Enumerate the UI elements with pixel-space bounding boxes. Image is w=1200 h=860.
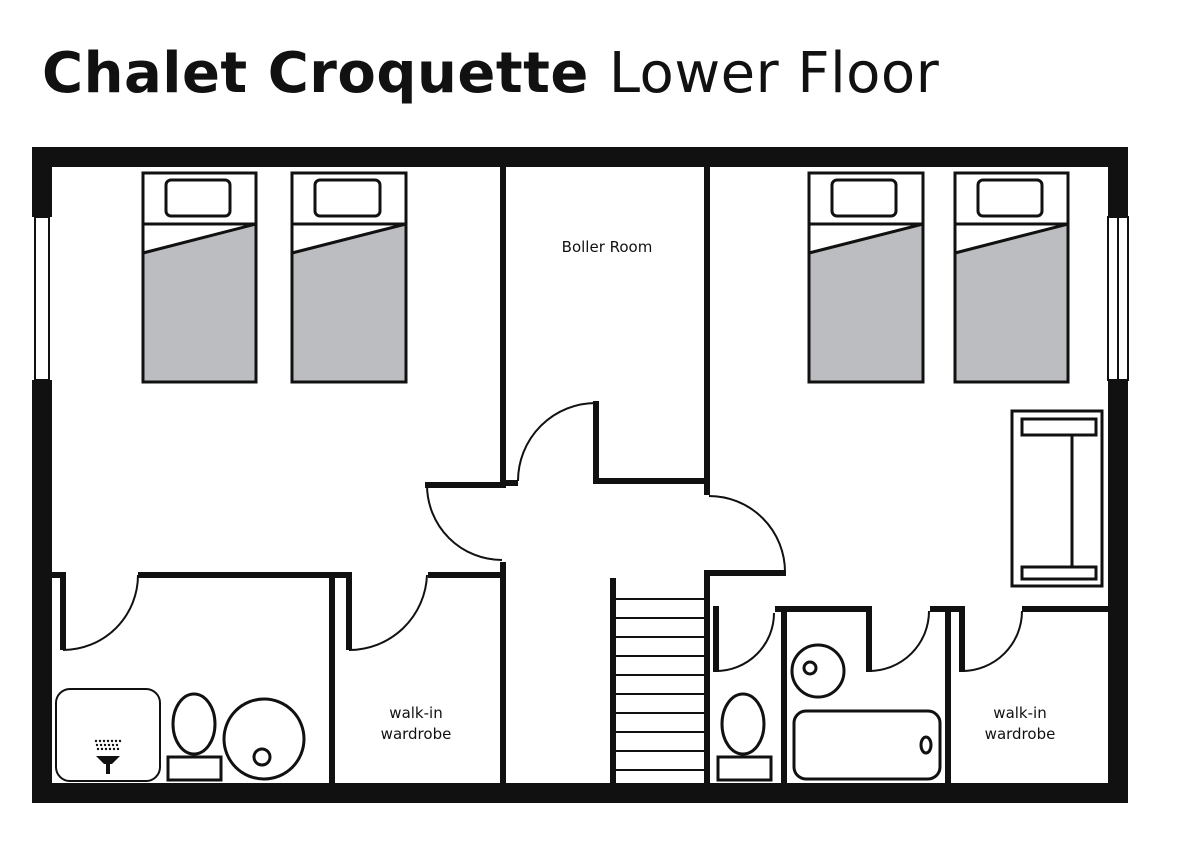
bed-1 <box>141 171 258 384</box>
plan-title-floor: Lower Floor <box>608 41 940 106</box>
plan-title-name: Chalet Croquette <box>42 41 589 106</box>
door-bath <box>868 610 930 672</box>
bathtub <box>792 709 942 781</box>
bed-2 <box>290 171 408 384</box>
doors <box>62 402 1023 672</box>
bed-3 <box>807 171 925 384</box>
outer-wall-bottom <box>32 783 1128 803</box>
toilet-left <box>166 692 223 782</box>
sink-right <box>790 643 846 699</box>
door-right-wardrobe <box>961 610 1023 672</box>
windows <box>34 216 1129 381</box>
toilet-right <box>716 692 773 782</box>
boiler-room-label: Boller Room <box>562 238 653 256</box>
door-left-bath <box>62 574 139 651</box>
shower <box>55 688 161 782</box>
left-wardrobe-label-line2: wardrobe <box>381 725 452 743</box>
outer-wall-top <box>32 147 1128 167</box>
bed-4 <box>953 171 1070 384</box>
sofa <box>1010 409 1104 588</box>
door-wc <box>715 612 775 672</box>
window-left <box>34 216 50 381</box>
interior-walls <box>52 167 1108 783</box>
plan-title: Chalet Croquette Lower Floor <box>42 38 939 110</box>
outer-wall-left-lower <box>32 380 52 803</box>
door-boiler-room <box>517 402 597 482</box>
outer-walls <box>32 147 1128 803</box>
door-left-wardrobe <box>348 574 428 651</box>
right-wardrobe-label-line1: walk-in <box>993 704 1046 722</box>
right-wardrobe-label-line2: wardrobe <box>985 725 1056 743</box>
outer-wall-right-lower <box>1108 380 1128 803</box>
outer-wall-left-upper <box>32 147 52 217</box>
door-right-bedroom <box>708 495 786 573</box>
door-left-bedroom <box>426 484 503 561</box>
left-wardrobe-label-line1: walk-in <box>389 704 442 722</box>
staircase <box>616 598 704 771</box>
sink-left <box>222 697 306 781</box>
outer-wall-right-upper <box>1108 147 1128 217</box>
